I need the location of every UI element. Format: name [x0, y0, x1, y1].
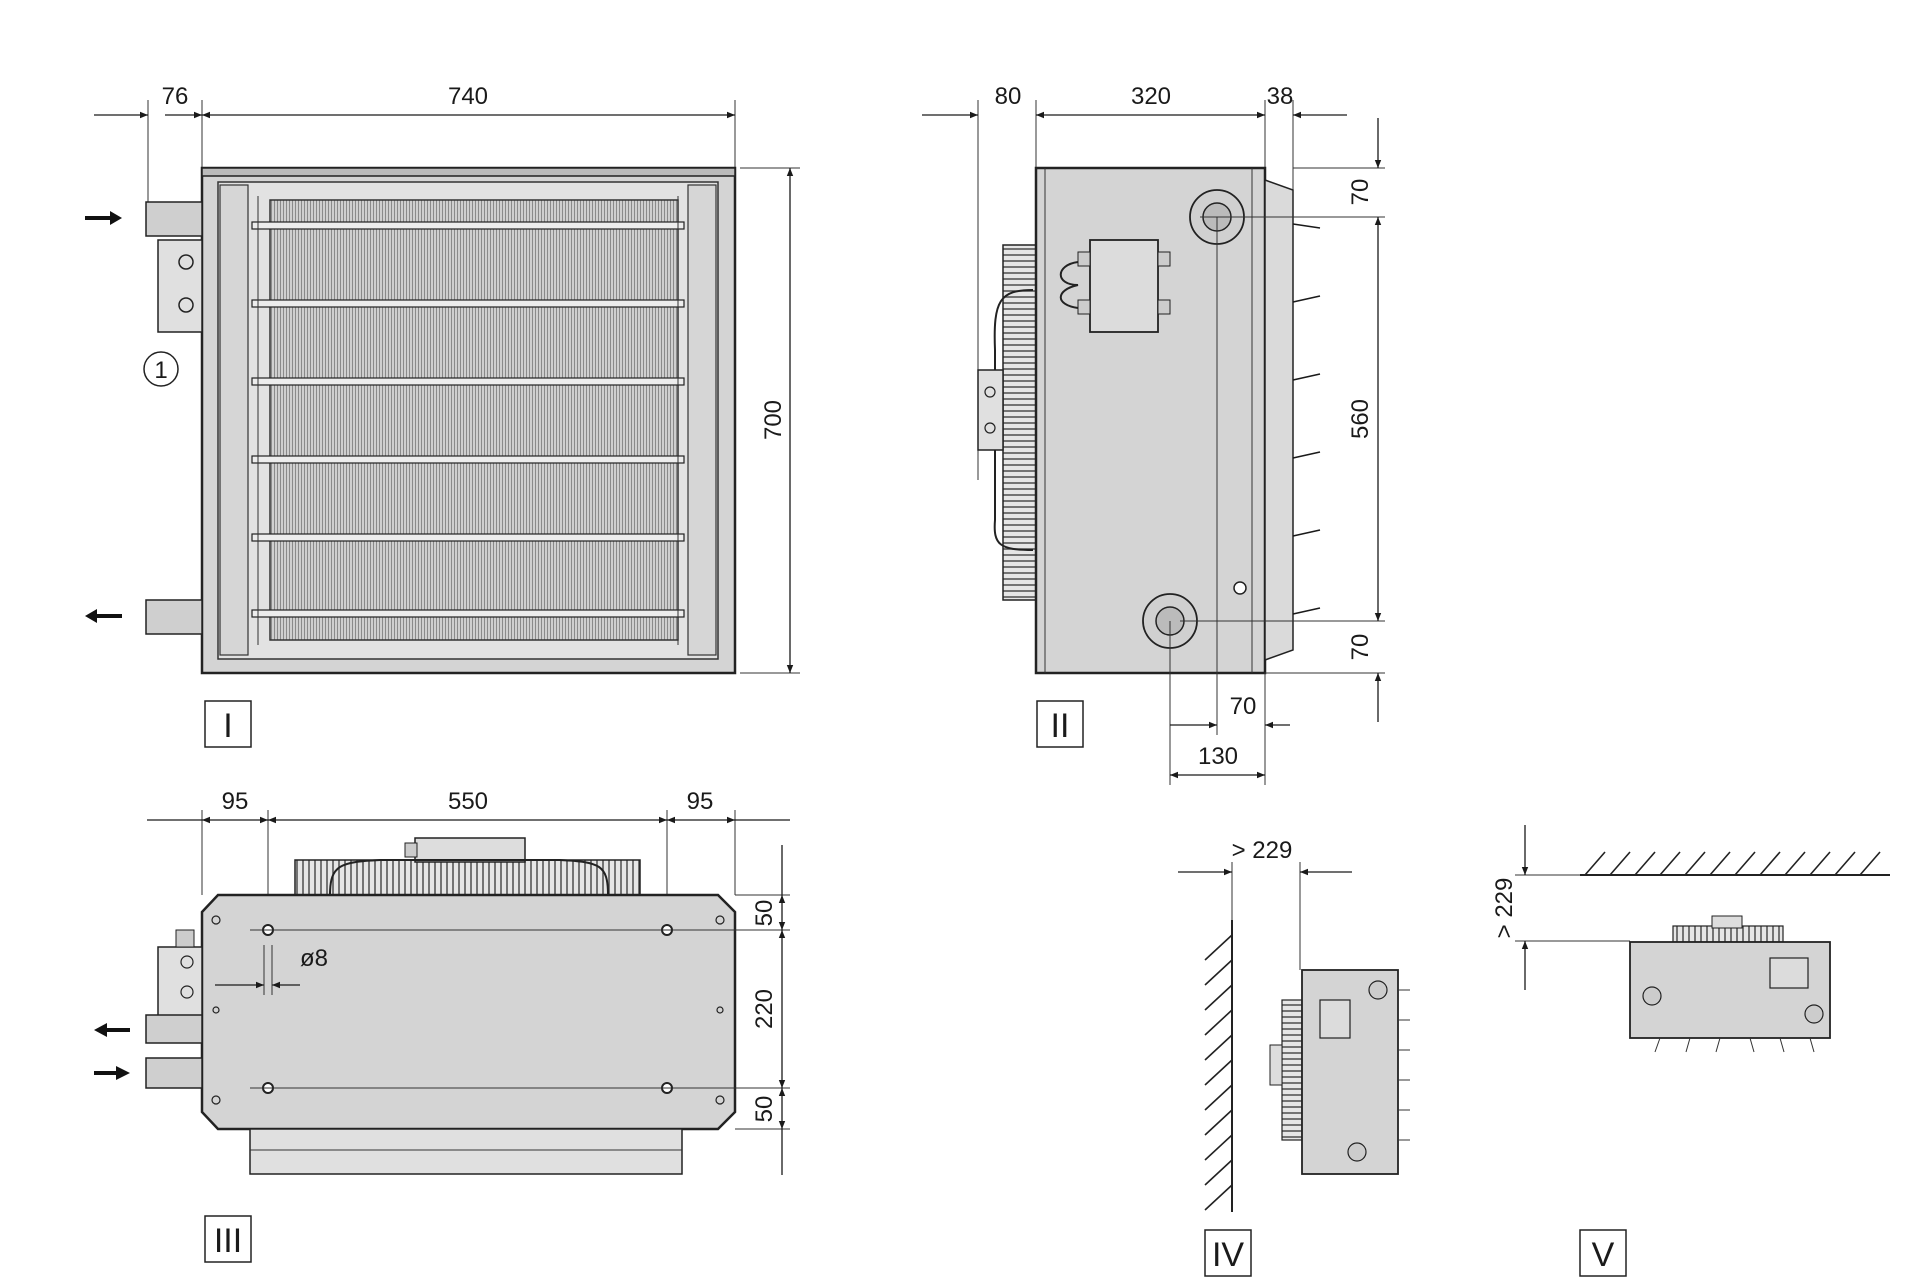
side-dim-fan: 80 — [995, 83, 1022, 110]
front-dim-left: 76 — [162, 83, 189, 110]
view-label-top: III — [214, 1222, 242, 1260]
side-dim-conn-spacing: 560 — [1347, 399, 1374, 439]
front-inlet-pipe — [145, 201, 203, 237]
wall-clearance: > 229 — [1232, 837, 1293, 864]
wall-mount-view: > 229 IV — [1178, 837, 1410, 1277]
view-label-side: II — [1051, 707, 1070, 745]
callout-number: 1 — [154, 357, 167, 384]
top-fan-motor — [414, 837, 526, 863]
callout-circle — [143, 351, 179, 387]
louvre-blades — [251, 196, 685, 645]
coil-fins — [269, 199, 679, 641]
view-label-wall: IV — [1212, 1236, 1244, 1274]
front-dim-width: 740 — [448, 83, 488, 110]
valve-block — [157, 239, 203, 333]
top-dim-mid: 550 — [448, 788, 488, 815]
side-dim-bottom-conn: 70 — [1347, 634, 1374, 661]
ceiling-clearance: > 229 — [1491, 878, 1518, 939]
front-outlet-pipe — [145, 599, 203, 635]
side-dim-body: 320 — [1131, 83, 1171, 110]
top-dim-left: 95 — [222, 788, 249, 815]
front-view: 76 740 700 — [85, 83, 800, 748]
side-view: 80 320 38 — [922, 83, 1385, 785]
side-louvre — [1264, 178, 1294, 662]
view-label-front: I — [223, 707, 232, 745]
ceiling-unit — [1629, 941, 1831, 1039]
top-louvre — [249, 1128, 683, 1175]
top-dim-edge-bottom: 50 — [751, 1096, 778, 1123]
top-dim-hole: ø8 — [300, 945, 328, 972]
view-label-ceiling: V — [1592, 1236, 1615, 1274]
top-dim-edge-top: 50 — [751, 900, 778, 927]
side-dim-conn-x1: 70 — [1230, 693, 1257, 720]
top-fan-guard — [294, 859, 641, 896]
ceiling-mount-view: > 229 V — [1491, 825, 1890, 1277]
side-dim-top-conn: 70 — [1347, 179, 1374, 206]
top-dim-right: 95 — [687, 788, 714, 815]
side-dim-conn-x2: 130 — [1198, 743, 1238, 770]
junction-box — [1089, 239, 1159, 333]
front-dim-height: 700 — [760, 400, 787, 440]
fan-motor — [977, 369, 1004, 451]
top-view: 95 550 95 ø8 — [94, 788, 790, 1263]
top-dim-hole-spacing: 220 — [751, 989, 778, 1029]
side-dim-louvre: 38 — [1267, 83, 1294, 110]
